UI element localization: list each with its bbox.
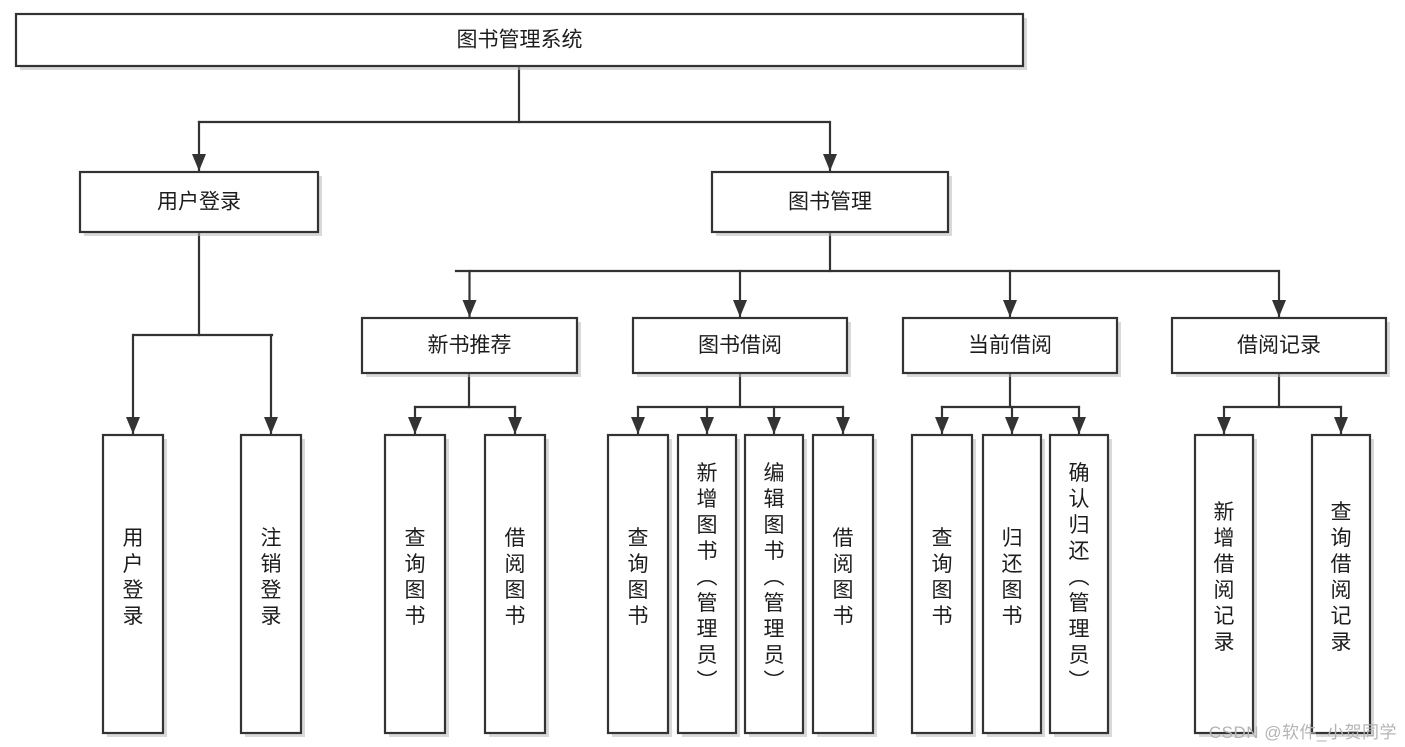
leaf-label: 查询借阅记录 <box>1331 501 1352 654</box>
connector-user-login-bus <box>126 230 278 436</box>
connector-layer <box>126 64 1348 436</box>
node-layer: 图书管理系统用户登录图书管理新书推荐图书借阅当前借阅借阅记录用户登录注销登录查询… <box>14 12 1390 737</box>
connector-record-bus <box>1217 371 1348 436</box>
leaf-node-8[interactable]: 借阅图书 <box>811 433 877 737</box>
leaf-label: 新增借阅记录 <box>1214 501 1235 654</box>
level3-node-4[interactable]: 借阅记录 <box>1170 316 1390 377</box>
arrow-head-icon <box>126 417 140 434</box>
leaf-label: 查询图书 <box>932 527 953 628</box>
connector-root-bus <box>192 64 837 173</box>
leaf-label: 借阅图书 <box>505 527 526 628</box>
arrow-head-icon <box>508 417 522 434</box>
leaf-node-12[interactable]: 新增借阅记录 <box>1193 433 1257 737</box>
arrow-head-icon <box>264 417 278 434</box>
connector-new-book-bus <box>408 371 522 436</box>
watermark-text: CSDN @软件_小贺同学 <box>1208 723 1397 742</box>
arrow-head-icon <box>462 300 477 317</box>
leaf-label: 归还图书 <box>1002 527 1023 628</box>
level3-node-3[interactable]: 当前借阅 <box>901 316 1121 377</box>
arrow-head-icon <box>192 154 206 171</box>
leaf-node-7[interactable]: 编辑图书︵管理员︶ <box>743 433 807 737</box>
arrow-head-icon <box>1272 300 1286 317</box>
connector-current-bus <box>935 371 1086 436</box>
level2-node-2[interactable]: 图书管理 <box>710 170 952 236</box>
arrow-head-icon <box>836 417 850 434</box>
level3-node-2[interactable]: 图书借阅 <box>631 316 851 377</box>
connector-borrow-book-bus <box>631 371 850 436</box>
leaf-label: 注销登录 <box>261 527 282 628</box>
leaf-label: 确认归还︵管理员︶ <box>1069 462 1090 693</box>
leaf-node-5[interactable]: 查询图书 <box>606 433 672 737</box>
node-label: 图书管理系统 <box>457 29 583 52</box>
node-label: 新书推荐 <box>428 334 512 357</box>
arrow-head-icon <box>700 417 714 434</box>
level2-node-1[interactable]: 用户登录 <box>78 170 322 236</box>
arrow-head-icon <box>935 417 949 434</box>
arrow-head-icon <box>823 154 837 171</box>
leaf-label: 编辑图书︵管理员︶ <box>764 462 785 693</box>
arrow-head-icon <box>733 300 747 317</box>
leaf-label: 借阅图书 <box>833 527 854 628</box>
arrow-head-icon <box>631 417 645 434</box>
leaf-node-2[interactable]: 注销登录 <box>239 433 305 737</box>
arrow-head-icon <box>1072 417 1086 434</box>
node-label: 图书管理 <box>788 191 872 214</box>
arrow-head-icon <box>1003 300 1017 317</box>
leaf-label: 查询图书 <box>628 527 649 628</box>
node-label: 借阅记录 <box>1237 334 1321 357</box>
leaf-node-13[interactable]: 查询借阅记录 <box>1310 433 1374 737</box>
leaf-node-3[interactable]: 查询图书 <box>383 433 449 737</box>
node-label: 图书借阅 <box>698 334 782 357</box>
leaf-label: 用户登录 <box>123 527 144 628</box>
arrow-head-icon <box>408 417 422 434</box>
leaf-node-1[interactable]: 用户登录 <box>101 433 167 737</box>
level3-node-1[interactable]: 新书推荐 <box>360 316 581 377</box>
leaf-label: 查询图书 <box>405 527 426 628</box>
leaf-node-11[interactable]: 确认归还︵管理员︶ <box>1048 433 1112 737</box>
leaf-node-9[interactable]: 查询图书 <box>910 433 976 737</box>
arrow-head-icon <box>767 417 781 434</box>
connector-book-manage-bus <box>454 230 1286 319</box>
node-label: 当前借阅 <box>968 334 1052 357</box>
leaf-node-6[interactable]: 新增图书︵管理员︶ <box>676 433 740 737</box>
node-label: 用户登录 <box>157 191 241 214</box>
arrow-head-icon <box>1005 417 1019 434</box>
root-node-book-management-system[interactable]: 图书管理系统 <box>14 12 1027 70</box>
leaf-node-4[interactable]: 借阅图书 <box>483 433 549 737</box>
leaf-label: 新增图书︵管理员︶ <box>697 462 718 693</box>
leaf-node-10[interactable]: 归还图书 <box>981 433 1045 737</box>
arrow-head-icon <box>1217 417 1231 434</box>
arrow-head-icon <box>1334 417 1348 434</box>
